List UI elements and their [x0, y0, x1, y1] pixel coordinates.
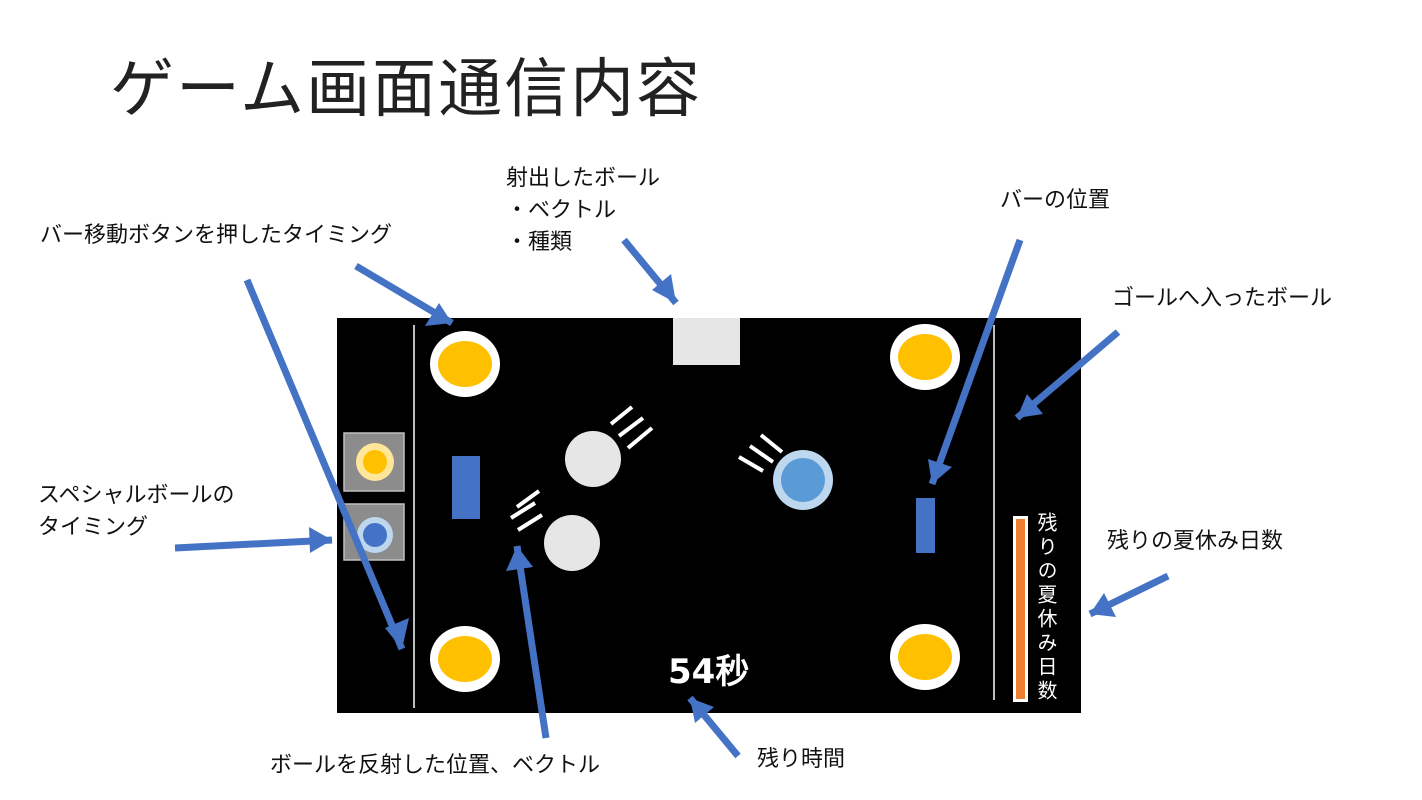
note-bar-button-timing: バー移動ボタンを押したタイミング [40, 220, 392, 252]
note-reflect-position: ボールを反射した位置、ベクトル [270, 750, 600, 782]
note-special-ball-timing-line: スペシャルボールの [38, 483, 235, 508]
blue-ball-core [781, 458, 825, 502]
note-remaining-time-text: 残り時間 [757, 747, 846, 772]
note-special-ball-timing: スペシャルボールの タイミング [38, 480, 234, 544]
special-ball-slot[interactable] [343, 432, 405, 492]
remaining-time-counter: 54秒 [668, 652, 750, 692]
arrow [513, 545, 550, 739]
annotation-arrows [174, 237, 1170, 759]
white-ball [565, 431, 621, 487]
arrow-head [690, 698, 714, 723]
arrow-head [506, 546, 533, 571]
motion-lines-icon [737, 433, 784, 473]
note-goal-ball: ゴールへ入ったボール [1112, 283, 1332, 315]
arrow-head [1017, 394, 1043, 418]
note-remaining-days: 残りの夏休み日数 [1107, 526, 1283, 558]
goal-hole-icon [430, 626, 500, 692]
page-title: ゲーム画面通信内容 [110, 53, 703, 127]
note-remaining-days-text: 残りの夏休み日数 [1107, 529, 1284, 554]
arrow-head [385, 618, 409, 649]
goal-hole-icon [430, 331, 500, 397]
arrow-head [1090, 593, 1116, 617]
left-bar[interactable] [452, 456, 480, 519]
ball-launcher [673, 318, 740, 365]
note-bar-button-timing-text: バー移動ボタンを押したタイミング [40, 223, 393, 248]
arrow [243, 278, 406, 651]
motion-lines-icon [609, 405, 654, 450]
note-bar-position: バーの位置 [1000, 185, 1110, 217]
arrow-head [309, 527, 332, 553]
note-bar-position-text: バーの位置 [1000, 188, 1111, 213]
white-ball [544, 515, 600, 571]
arrow-head [928, 459, 952, 484]
goal-hole-icon [890, 624, 960, 690]
note-launched-ball-item: ・ベクトル [506, 198, 617, 223]
note-launched-ball: 射出したボール ・ベクトル ・種類 [506, 163, 660, 259]
remaining-days-label: 残りの夏休み日数 [1034, 512, 1058, 704]
note-remaining-time: 残り時間 [757, 744, 845, 776]
note-launched-ball-item: ・種類 [506, 230, 573, 255]
note-goal-ball-text: ゴールへ入ったボール [1112, 286, 1333, 311]
arrow [174, 536, 333, 552]
goal-hole-icon [890, 324, 960, 390]
arrow-head [652, 274, 676, 303]
note-launched-ball-heading: 射出したボール [506, 166, 661, 191]
arrow [928, 238, 1024, 486]
arrow-head [425, 303, 452, 326]
remaining-days-gauge-fill [1016, 519, 1025, 699]
note-special-ball-timing-line: タイミング [38, 515, 149, 540]
note-reflect-position-text: ボールを反射した位置、ベクトル [270, 753, 601, 778]
right-bar[interactable] [916, 498, 935, 553]
motion-lines-icon [509, 489, 544, 532]
